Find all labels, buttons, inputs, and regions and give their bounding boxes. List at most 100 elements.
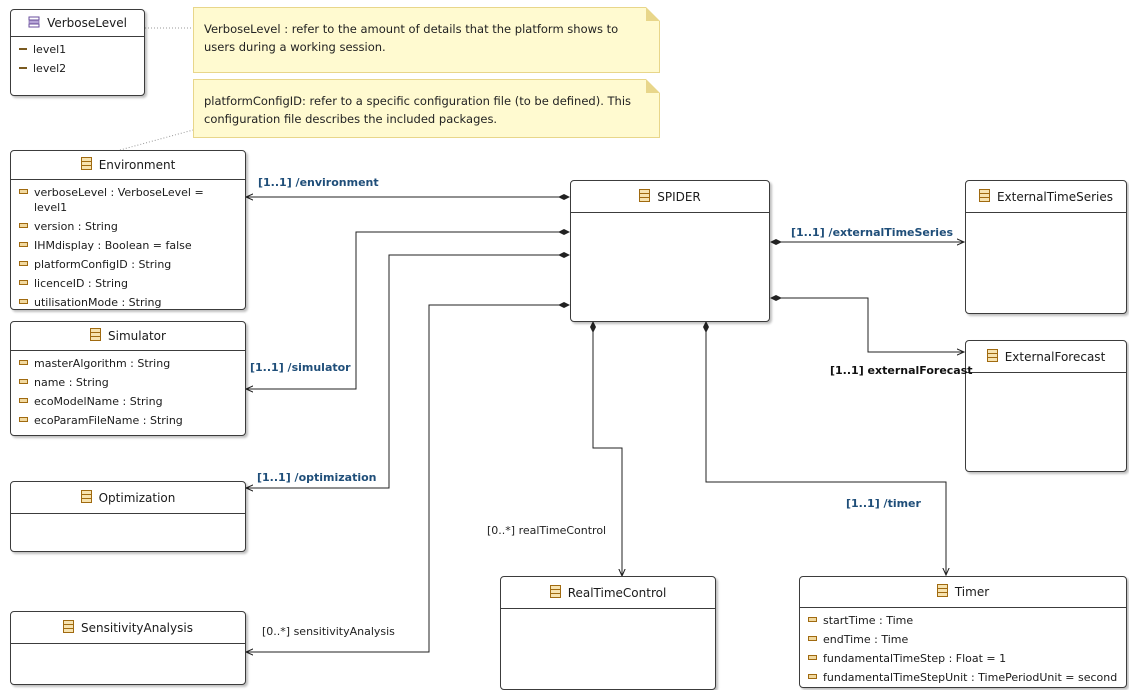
attribute-item: utilisationMode : String xyxy=(19,293,245,312)
composition-diamond-simulator xyxy=(558,229,570,235)
edge-timer xyxy=(705,332,946,575)
composition-diamond-optimization xyxy=(558,252,570,258)
class-icon xyxy=(63,619,75,636)
class-name: Environment xyxy=(98,158,176,172)
class-icon xyxy=(936,584,948,600)
attribute-icon xyxy=(19,398,28,403)
attribute-icon xyxy=(19,379,28,384)
class-name: Simulator xyxy=(108,329,166,343)
attribute-icon xyxy=(19,280,28,285)
class-header: ExternalTimeSeries xyxy=(966,181,1126,213)
class-external-time-series[interactable]: ExternalTimeSeries xyxy=(965,180,1127,314)
edge-simulator xyxy=(246,231,565,389)
class-icon xyxy=(80,157,92,173)
edge-external-forecast xyxy=(777,297,964,352)
class-icon xyxy=(978,188,990,205)
class-icon xyxy=(639,188,651,205)
literal-item: level1 xyxy=(19,40,144,59)
edge-optimization xyxy=(246,254,565,488)
composition-diamond-timer xyxy=(703,321,709,333)
attribute-icon xyxy=(808,655,817,660)
class-name: ExternalForecast xyxy=(1004,349,1106,364)
attribute-item: verboseLevel : VerboseLevel = level1 xyxy=(19,183,219,217)
enumeration-name: VerboseLevel xyxy=(47,16,127,30)
attribute-icon xyxy=(19,242,28,247)
attribute-icon xyxy=(19,360,28,365)
class-simulator[interactable]: Simulator masterAlgorithm : String name … xyxy=(10,321,246,436)
class-name: Timer xyxy=(954,585,990,599)
class-optimization[interactable]: Optimization xyxy=(10,481,246,552)
note-platform-text: platformConfigID: refer to a specific co… xyxy=(204,94,632,126)
edge-real-time-control xyxy=(592,332,622,576)
attribute-icon xyxy=(19,299,28,304)
association-label-real-time-control: [0..*] realTimeControl xyxy=(487,524,607,537)
attribute-item: IHMdisplay : Boolean = false xyxy=(19,236,245,255)
attribute-list: startTime : Time endTime : Time fundamen… xyxy=(800,608,1126,687)
class-header: SPIDER xyxy=(571,181,769,213)
note-link-platform xyxy=(119,129,194,151)
association-label-simulator: [1..1] /simulator xyxy=(250,361,351,374)
class-name: SPIDER xyxy=(657,189,701,204)
class-external-forecast[interactable]: ExternalForecast xyxy=(965,340,1127,472)
attribute-item: endTime : Time xyxy=(808,630,1126,649)
association-label-sensitivity: [0..*] sensitivityAnalysis xyxy=(262,625,395,638)
attribute-icon xyxy=(19,223,28,228)
note-verbose-text: VerboseLevel : refer to the amount of de… xyxy=(204,22,619,54)
attribute-item: name : String xyxy=(19,373,245,392)
class-header: RealTimeControl xyxy=(501,577,715,609)
attribute-item: platformConfigID : String xyxy=(19,255,245,274)
class-icon xyxy=(90,328,102,344)
class-name: RealTimeControl xyxy=(567,585,667,600)
class-name: Optimization xyxy=(98,490,176,505)
note-verbose-level[interactable]: VerboseLevel : refer to the amount of de… xyxy=(193,7,660,73)
class-spider[interactable]: SPIDER xyxy=(570,180,770,322)
enumeration-verbose-level[interactable]: VerboseLevel level1 level2 xyxy=(10,9,145,96)
class-timer[interactable]: Timer startTime : Time endTime : Time fu… xyxy=(799,576,1127,688)
literal-item: level2 xyxy=(19,59,144,78)
composition-diamond-sensitivity xyxy=(558,302,570,308)
attribute-item: ecoParamFileName : String xyxy=(19,411,245,430)
association-label-optimization: [1..1] /optimization xyxy=(257,471,377,484)
literal-icon xyxy=(19,48,27,50)
enumeration-icon xyxy=(28,16,40,31)
association-label-environment: [1..1] /environment xyxy=(258,176,379,189)
attribute-item: startTime : Time xyxy=(808,611,1126,630)
attribute-item: ecoModelName : String xyxy=(19,392,245,411)
note-platform-config[interactable]: platformConfigID: refer to a specific co… xyxy=(193,79,660,138)
class-sensitivity-analysis[interactable]: SensitivityAnalysis xyxy=(10,611,246,685)
attribute-item: licenceID : String xyxy=(19,274,245,293)
association-label-timer: [1..1] /timer xyxy=(846,497,921,510)
literal-icon xyxy=(19,67,27,69)
class-real-time-control[interactable]: RealTimeControl xyxy=(500,576,716,690)
composition-diamond-realtime xyxy=(590,321,596,333)
attribute-item: masterAlgorithm : String xyxy=(19,354,245,373)
attribute-item: fundamentalTimeStepUnit : TimePeriodUnit… xyxy=(808,668,1126,687)
attribute-item: version : String xyxy=(19,217,245,236)
class-header: ExternalForecast xyxy=(966,341,1126,373)
association-label-external-forecast: [1..1] externalForecast xyxy=(830,364,973,377)
attribute-icon xyxy=(19,417,28,422)
class-header: Environment xyxy=(11,151,245,180)
attribute-icon xyxy=(808,674,817,679)
class-header: Timer xyxy=(800,577,1126,608)
class-header: Optimization xyxy=(11,482,245,514)
attribute-icon xyxy=(19,189,28,194)
composition-diamond-environment xyxy=(558,194,570,200)
enumeration-header: VerboseLevel xyxy=(11,10,144,37)
class-environment[interactable]: Environment verboseLevel : VerboseLevel … xyxy=(10,150,246,310)
attribute-icon xyxy=(808,617,817,622)
attribute-icon xyxy=(19,261,28,266)
composition-diamond-forecast xyxy=(770,295,782,301)
class-name: ExternalTimeSeries xyxy=(996,189,1114,204)
class-header: SensitivityAnalysis xyxy=(11,612,245,644)
attribute-item: fundamentalTimeStep : Float = 1 xyxy=(808,649,1126,668)
composition-diamond-timeseries xyxy=(770,239,782,245)
class-icon xyxy=(80,489,92,506)
class-header: Simulator xyxy=(11,322,245,351)
attribute-list: verboseLevel : VerboseLevel = level1 ver… xyxy=(11,180,245,312)
class-name: SensitivityAnalysis xyxy=(81,620,193,635)
edge-sensitivity xyxy=(246,304,565,652)
class-icon xyxy=(549,584,561,601)
association-label-external-time-series: [1..1] /externalTimeSeries xyxy=(791,226,954,239)
